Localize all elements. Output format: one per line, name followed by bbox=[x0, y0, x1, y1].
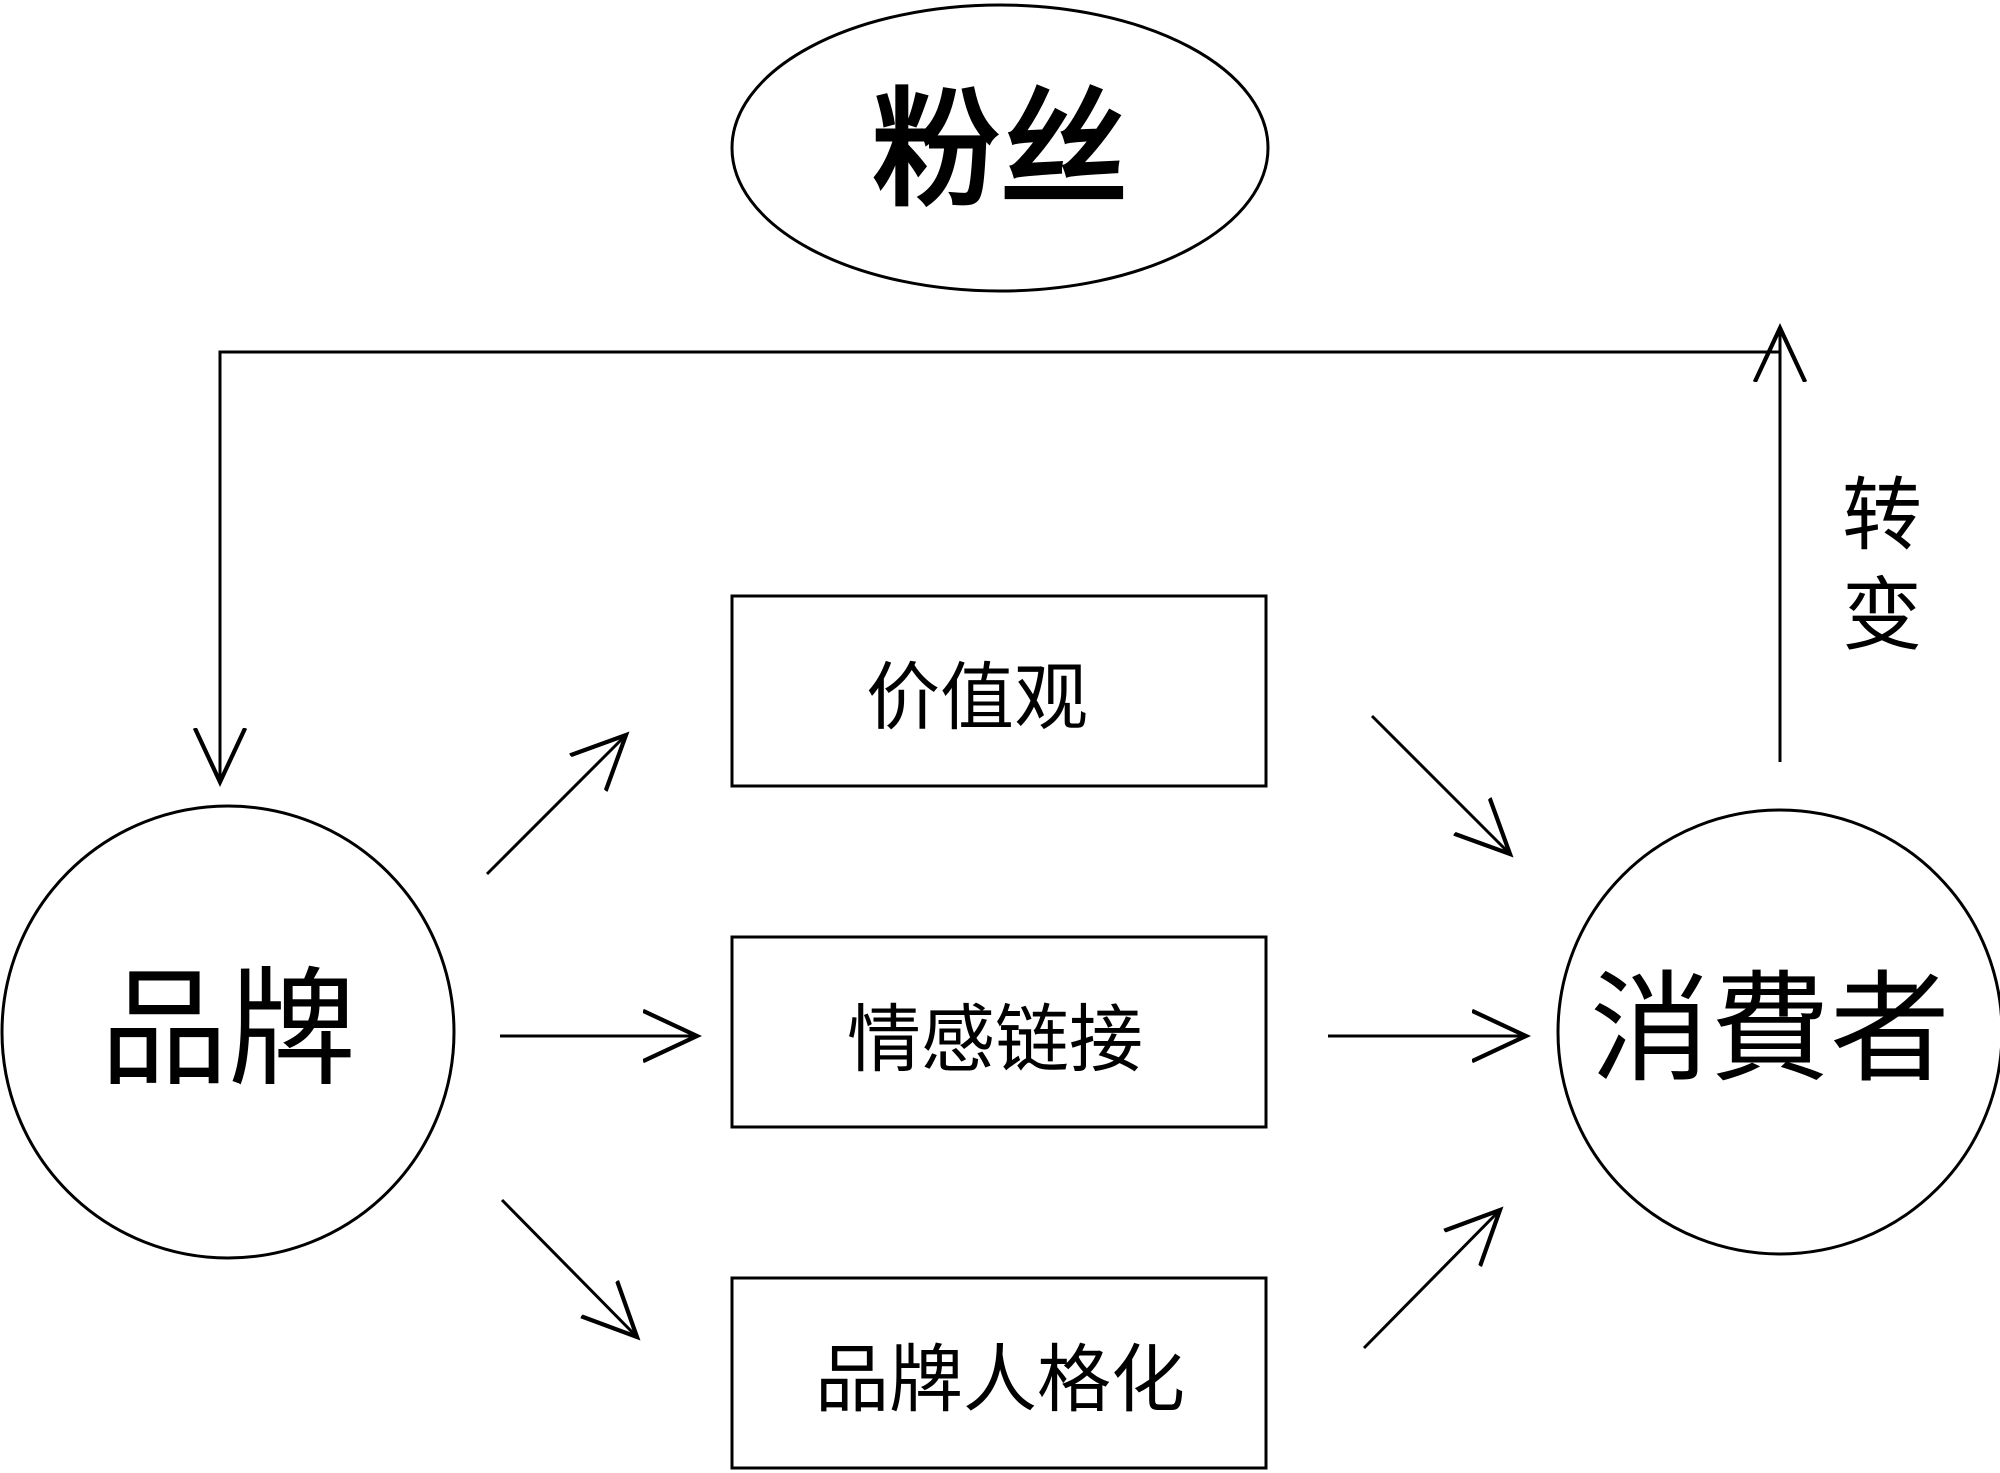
brand-label: 品牌 bbox=[100, 956, 356, 1105]
fans-label: 粉丝 bbox=[872, 75, 1128, 225]
personification-to-consumer-arrow bbox=[1362, 1210, 1500, 1350]
transform-label-char: 变 bbox=[1842, 569, 1922, 662]
values-box: 价值观 bbox=[730, 594, 1268, 788]
brand-personification-box: 品牌人格化 bbox=[730, 1276, 1268, 1470]
brand-to-values-arrow bbox=[485, 735, 626, 876]
consumer-node: 消費者 bbox=[1556, 808, 2000, 1256]
emotional-link-label: 情感链接 bbox=[847, 997, 1143, 1083]
fans-node: 粉丝 bbox=[730, 3, 1270, 293]
values-label: 价值观 bbox=[866, 655, 1088, 741]
consumer-label: 消費者 bbox=[1590, 961, 1950, 1100]
transform-label-char: 转 bbox=[1842, 469, 1922, 562]
brand-personification-label: 品牌人格化 bbox=[815, 1337, 1185, 1423]
svg-text:转变: 转变 bbox=[1842, 469, 1922, 662]
feedback-loop-arrow bbox=[220, 350, 1782, 782]
brand-to-personification-arrow bbox=[500, 1198, 637, 1337]
brand-node: 品牌 bbox=[0, 804, 456, 1260]
transform-label: 转变 bbox=[1842, 469, 1922, 662]
values-to-consumer-arrow bbox=[1370, 714, 1510, 854]
emotional-link-box: 情感链接 bbox=[730, 935, 1268, 1129]
